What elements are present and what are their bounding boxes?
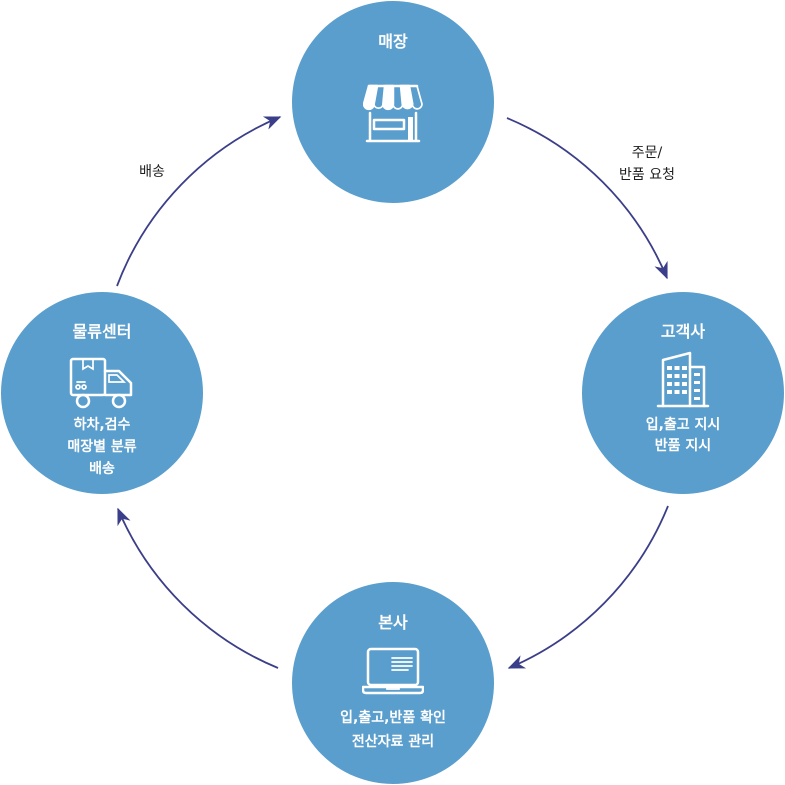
node-description-line: 배송 (89, 461, 115, 477)
arrow-client-to-hq (507, 505, 669, 669)
arrow-hq-to-logistics (117, 507, 279, 669)
node-description: 하차,검수 매장별 분류 배송 (1, 414, 203, 480)
edge-label-logistics-to-store: 배송 (122, 161, 182, 183)
node-title: 고객사 (660, 322, 706, 341)
node-title: 매장 (378, 32, 408, 51)
building-icon (656, 351, 710, 408)
node-description: 입,출고 지시 반품 지시 (582, 415, 784, 457)
node-client: 고객사 입,출고 지시 반품 지시 (582, 292, 784, 494)
node-title: 본사 (378, 613, 408, 632)
truck-icon (69, 357, 133, 409)
node-description: 입,출고,반품 확인 전산자료 관리 (292, 706, 494, 754)
arrow-store-to-client (506, 117, 668, 280)
node-description-line: 하차,검수 (73, 417, 131, 433)
node-description-line: 매장별 분류 (67, 439, 137, 455)
node-description-line: 입,출고 지시 (645, 417, 721, 433)
node-logistics: 물류센터 하차,검수 매장별 분류 배송 (1, 292, 203, 494)
edge-label-line: 주문/ (631, 145, 663, 161)
node-hq: 본사 입,출고,반품 확인 전산자료 관리 (292, 582, 494, 784)
node-store: 매장 (292, 1, 494, 203)
node-description-line: 입,출고,반품 확인 (340, 710, 446, 726)
arrow-logistics-to-store (116, 116, 282, 287)
edge-label-line: 반품 요청 (619, 167, 675, 183)
node-title: 물류센터 (72, 322, 132, 341)
node-description-line: 반품 지시 (654, 438, 712, 454)
edge-label-line: 배송 (139, 164, 165, 180)
laptop-icon (362, 647, 424, 695)
edge-label-store-to-client: 주문/ 반품 요청 (607, 142, 687, 186)
node-description-line: 전산자료 관리 (351, 734, 435, 750)
store-icon (363, 84, 423, 143)
